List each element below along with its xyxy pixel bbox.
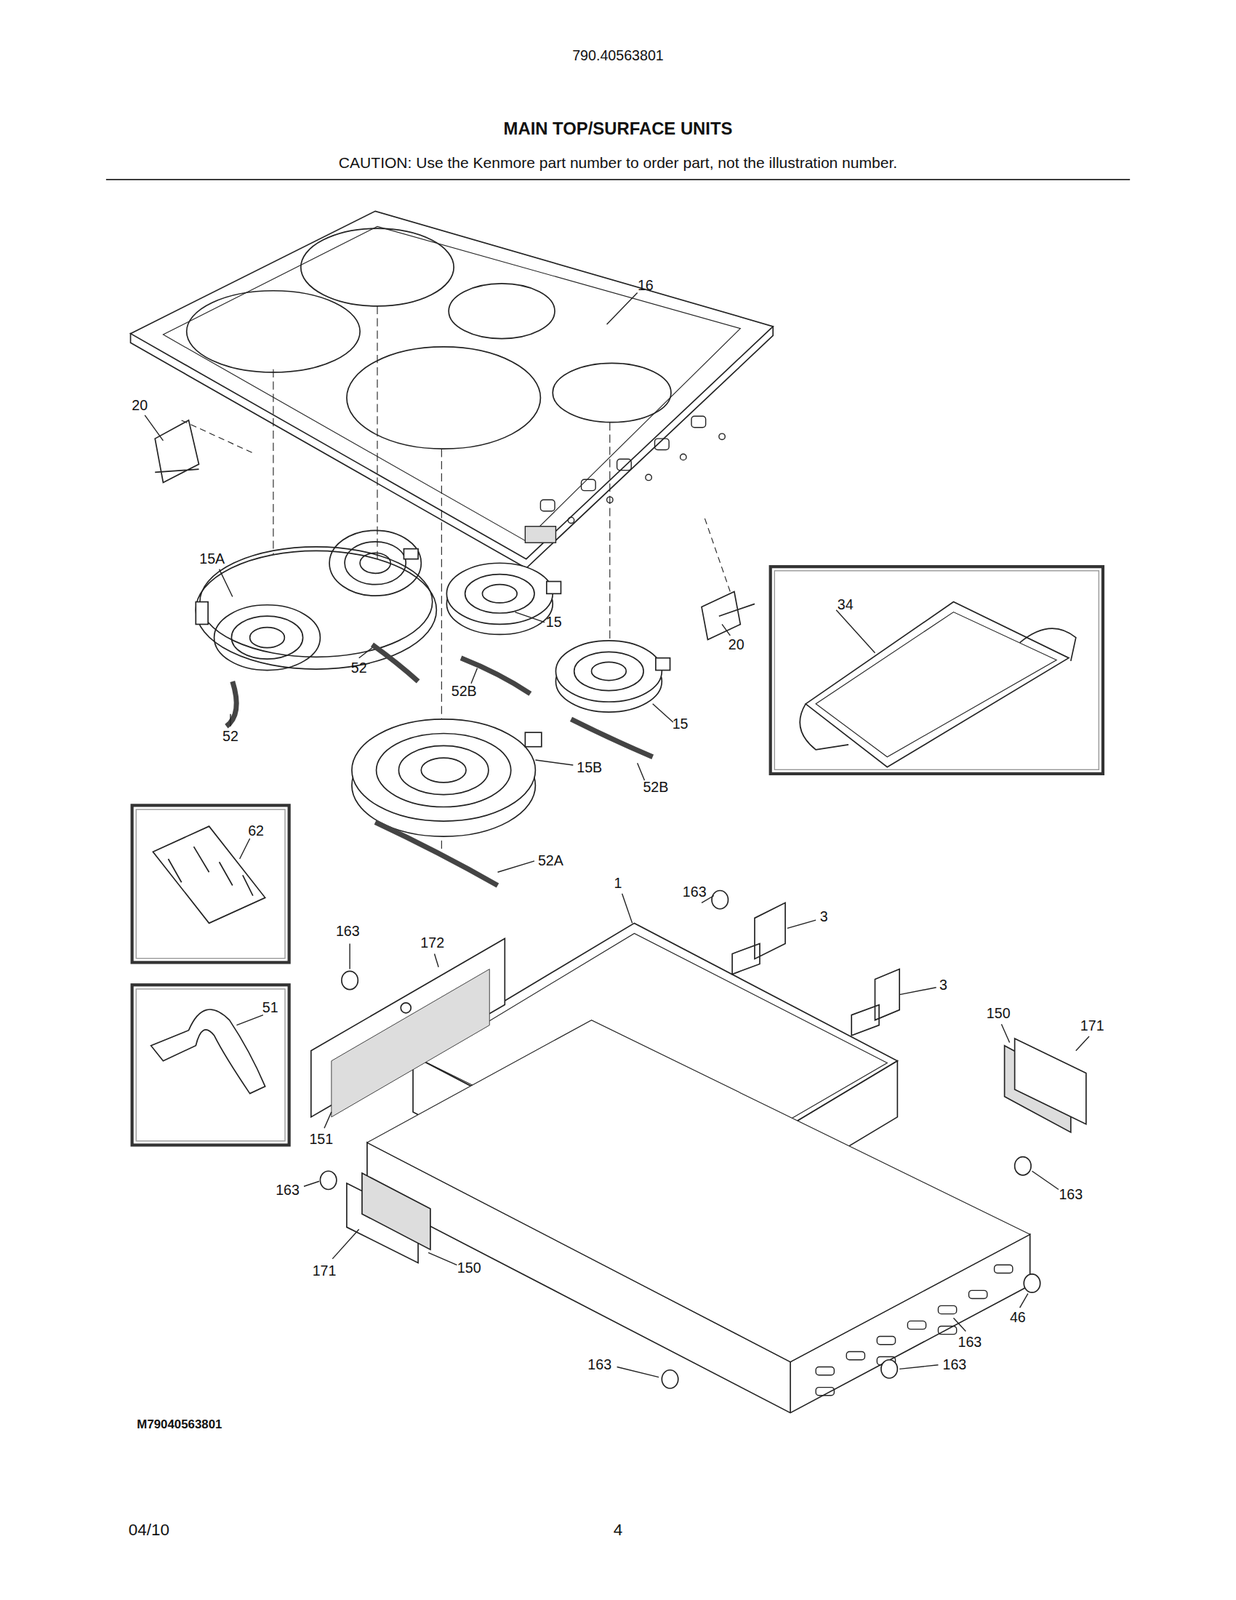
callout-number: 163 — [275, 1182, 300, 1199]
callout-number: 150 — [986, 1005, 1011, 1022]
callout-number: 3 — [820, 908, 829, 925]
callout-number: 163 — [1058, 1186, 1083, 1203]
callout-number: 52B — [451, 683, 477, 700]
inset-box: 34 — [769, 564, 1105, 776]
inset-box: 62 — [130, 803, 291, 964]
callout-number: 51 — [262, 999, 279, 1016]
callout-number: 171 — [312, 1262, 337, 1279]
callout-number: 151 — [309, 1131, 333, 1148]
callout-number: 163 — [958, 1334, 983, 1351]
callout-number: 171 — [1080, 1017, 1105, 1034]
page-title: MAIN TOP/SURFACE UNITS — [503, 119, 733, 139]
callout-number: 163 — [587, 1356, 612, 1373]
callout-number: 34 — [837, 596, 854, 613]
callout-number: 163 — [942, 1356, 967, 1373]
callout-number: 15 — [546, 614, 563, 631]
diagram-code: M79040563801 — [136, 1417, 222, 1431]
callout-number: 52B — [642, 779, 669, 796]
callout-number: 172 — [420, 935, 445, 952]
date: 04/10 — [128, 1521, 170, 1540]
callout-number: 62 — [247, 823, 264, 840]
callout-number: 20 — [728, 636, 745, 653]
callout-number: 15 — [672, 716, 689, 733]
callout-number: 150 — [457, 1259, 482, 1276]
inset-box: 51 — [130, 982, 291, 1146]
callout-number: 3 — [939, 977, 948, 994]
callout-number: 15B — [576, 759, 603, 776]
page-number: 4 — [613, 1521, 623, 1540]
callout-number: 163 — [682, 884, 707, 901]
callout-number: 16 — [637, 277, 654, 294]
callout-number: 52 — [351, 660, 368, 677]
callout-number: 52A — [538, 852, 564, 869]
callout-number: 46 — [1009, 1309, 1026, 1326]
callout-number: 1 — [614, 875, 623, 892]
callout-number: 15A — [199, 551, 225, 568]
model-number: 790.40563801 — [572, 47, 664, 64]
callout-number: 20 — [131, 397, 148, 414]
caution-note: CAUTION: Use the Kenmore part number to … — [338, 154, 898, 172]
callout-number: 52 — [222, 728, 239, 745]
callout-number: 163 — [335, 923, 360, 940]
